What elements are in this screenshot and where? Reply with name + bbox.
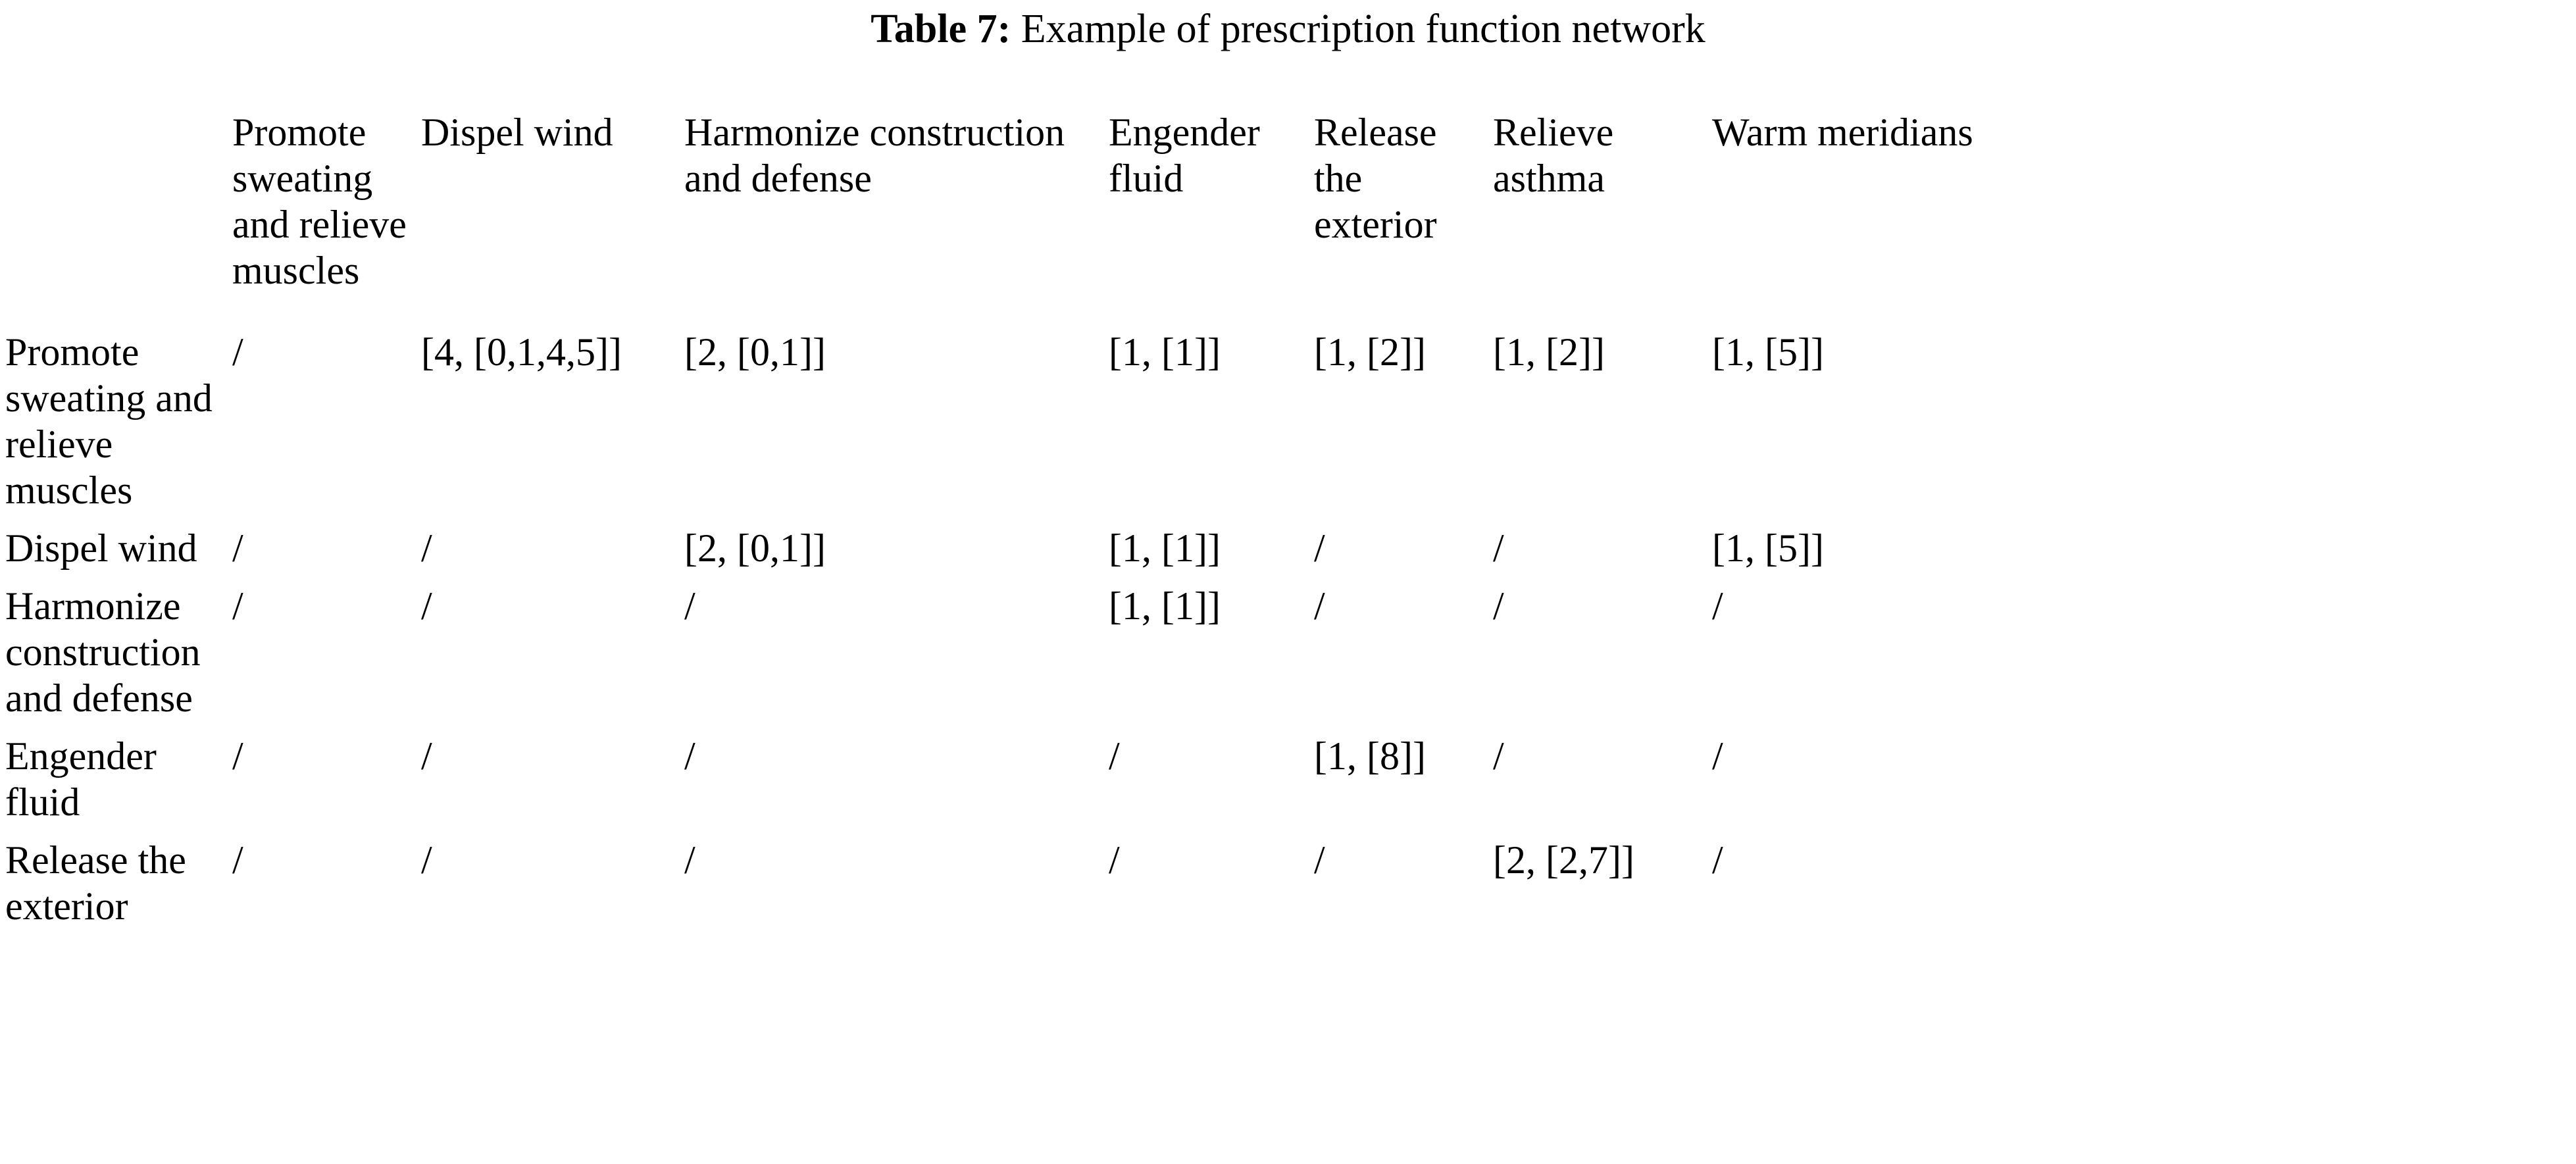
cell-r3-c5: / — [1493, 734, 1504, 778]
cell-r1-c6: [1, [5]] — [1712, 526, 1824, 570]
cell-r1-c2: [2, [0,1]] — [684, 526, 826, 570]
table-row: Dispel wind / / [2, [0,1]] [1, [1]] / / … — [5, 516, 2568, 574]
cell-r0-c0: / — [232, 330, 243, 374]
cell-r2-c1: / — [421, 584, 432, 628]
cell-r0-c2: [2, [0,1]] — [684, 330, 826, 374]
cell-r2-c0: / — [232, 584, 243, 628]
cell-r1-c1: / — [421, 526, 432, 570]
cell-r0-c5: [1, [2]] — [1493, 330, 1605, 374]
cell-r4-c4: / — [1314, 838, 1325, 882]
column-header-promote-sweating-and-relieve-muscles: Promote sweating and relieve muscles — [232, 111, 407, 292]
row-header-engender-fluid: Engender fluid — [5, 734, 157, 824]
cell-r3-c6: / — [1712, 734, 1723, 778]
cell-r1-c3: [1, [1]] — [1109, 526, 1221, 570]
cell-r4-c0: / — [232, 838, 243, 882]
cell-r4-c5: [2, [2,7]] — [1493, 838, 1634, 882]
prescription-function-network-table: Promote sweating and relieve muscles Dis… — [5, 89, 2568, 932]
column-header-relieve-asthma: Relieve asthma — [1493, 111, 1614, 200]
column-header-warm-meridians: Warm meridians — [1712, 111, 1973, 154]
column-header-engender-fluid: Engender fluid — [1109, 111, 1260, 200]
header-corner — [5, 89, 232, 312]
table-row: Promote sweating and relieve muscles / [… — [5, 312, 2568, 516]
cell-r4-c1: / — [421, 838, 432, 882]
cell-r3-c3: / — [1109, 734, 1120, 778]
cell-r3-c4: [1, [8]] — [1314, 734, 1426, 778]
cell-r3-c2: / — [684, 734, 695, 778]
cell-r4-c2: / — [684, 838, 695, 882]
table-caption-label: Table 7: — [871, 7, 1011, 51]
cell-r0-c3: [1, [1]] — [1109, 330, 1221, 374]
table-caption: Table 7: Example of prescription functio… — [0, 5, 2576, 53]
table-caption-text: Example of prescription function network — [1021, 7, 1705, 51]
cell-r2-c6: / — [1712, 584, 1723, 628]
cell-r1-c5: / — [1493, 526, 1504, 570]
row-header-dispel-wind: Dispel wind — [5, 526, 197, 570]
cell-r0-c1: [4, [0,1,4,5]] — [421, 330, 622, 374]
cell-r0-c6: [1, [5]] — [1712, 330, 1824, 374]
column-header-harmonize-construction-and-defense: Harmonize construction and defense — [684, 111, 1065, 200]
column-header-release-the-exterior: Release the exterior — [1314, 111, 1437, 246]
cell-r1-c0: / — [232, 526, 243, 570]
cell-r2-c5: / — [1493, 584, 1504, 628]
table-header-row: Promote sweating and relieve muscles Dis… — [5, 89, 2568, 312]
table-row: Harmonize construction and defense / / /… — [5, 574, 2568, 724]
cell-r3-c0: / — [232, 734, 243, 778]
row-header-release-the-exterior: Release the exterior — [5, 838, 186, 928]
row-header-promote-sweating-and-relieve-muscles: Promote sweating and relieve muscles — [5, 330, 213, 512]
cell-r4-c6: / — [1712, 838, 1723, 882]
cell-r4-c3: / — [1109, 838, 1120, 882]
table-row: Engender fluid / / / / [1, [8]] / / — [5, 724, 2568, 828]
cell-r2-c3: [1, [1]] — [1109, 584, 1221, 628]
row-header-harmonize-construction-and-defense: Harmonize construction and defense — [5, 584, 201, 720]
cell-r2-c4: / — [1314, 584, 1325, 628]
table-row: Release the exterior / / / / / [2, [2,7]… — [5, 828, 2568, 932]
cell-r1-c4: / — [1314, 526, 1325, 570]
cell-r2-c2: / — [684, 584, 695, 628]
cell-r0-c4: [1, [2]] — [1314, 330, 1426, 374]
cell-r3-c1: / — [421, 734, 432, 778]
column-header-dispel-wind: Dispel wind — [421, 111, 613, 154]
table-container: Promote sweating and relieve muscles Dis… — [5, 89, 2568, 932]
